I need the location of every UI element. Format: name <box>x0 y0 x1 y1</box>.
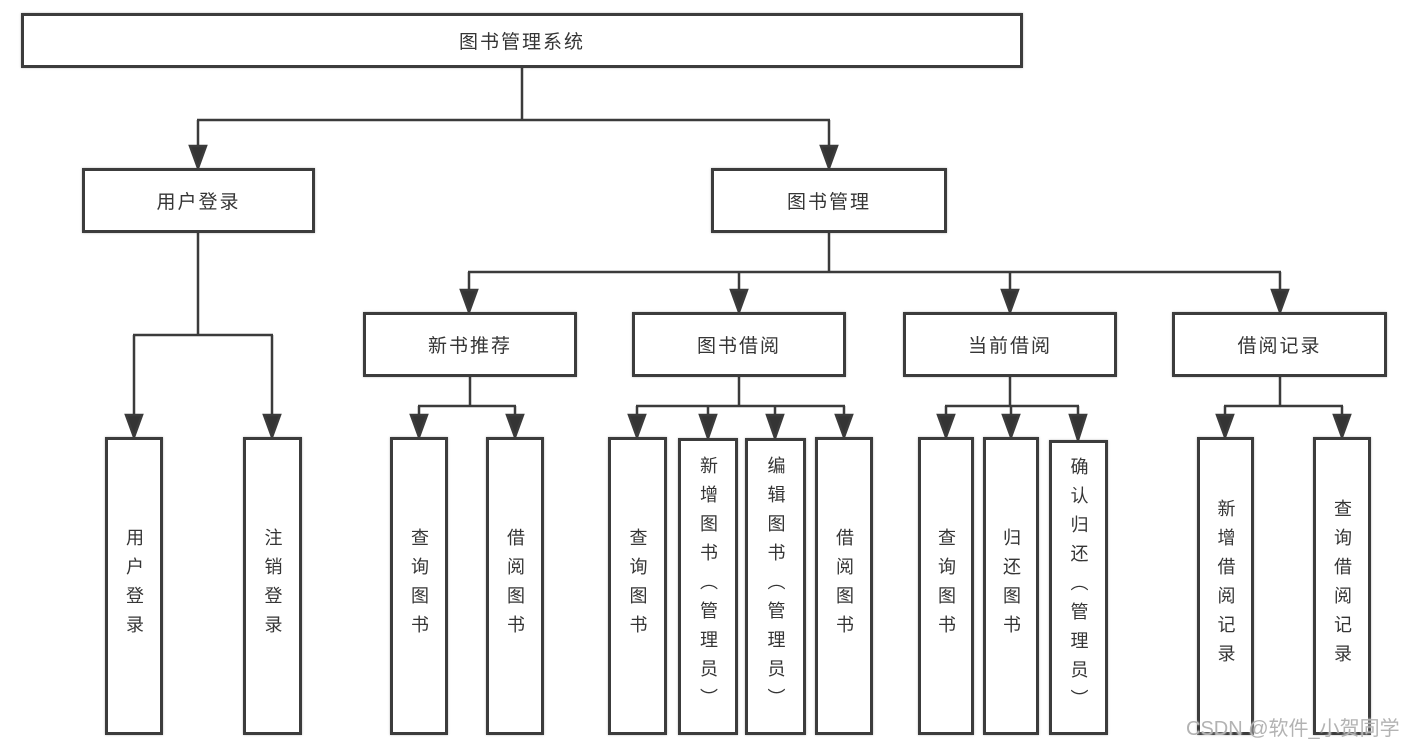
arrow-down-icon <box>627 413 647 441</box>
leaf-edit-book-admin-label: 编辑图书（管理员） <box>765 456 786 717</box>
arrow-down-icon <box>262 413 282 441</box>
connector-book-borrow-branch <box>627 377 854 442</box>
leaf-add-book-admin: 新增图书（管理员） <box>678 438 738 735</box>
leaf-logout: 注销登录 <box>243 437 302 735</box>
leaf-query-borrow-record-label: 查询借阅记录 <box>1332 499 1352 673</box>
arrow-down-icon <box>459 288 479 316</box>
leaf-query-book-recommend-label: 查询图书 <box>409 528 429 644</box>
leaf-query-book-recommend: 查询图书 <box>390 437 448 735</box>
arrow-down-icon <box>1000 288 1020 316</box>
leaf-confirm-return-admin-label: 确认归还（管理员） <box>1068 457 1089 718</box>
leaf-user-login-label: 用户登录 <box>124 528 144 644</box>
leaf-query-book-current: 查询图书 <box>918 437 974 735</box>
arrow-down-icon <box>936 413 956 441</box>
leaf-borrow-book-label: 借阅图书 <box>834 528 854 644</box>
leaf-add-borrow-record: 新增借阅记录 <box>1197 437 1254 735</box>
node-current-borrow: 当前借阅 <box>903 312 1117 377</box>
node-book-borrow: 图书借阅 <box>632 312 846 377</box>
arrow-down-icon <box>698 413 718 442</box>
csdn-watermark: CSDN @软件_小贺同学 <box>1186 718 1400 740</box>
arrow-down-icon <box>1068 413 1088 445</box>
leaf-return-book: 归还图书 <box>983 437 1039 735</box>
arrow-down-icon <box>1001 413 1021 441</box>
arrow-down-icon <box>505 413 525 441</box>
arrow-down-icon <box>765 413 785 442</box>
leaf-add-borrow-record-label: 新增借阅记录 <box>1215 499 1236 673</box>
leaf-return-book-label: 归还图书 <box>1001 528 1021 644</box>
arrow-down-icon <box>1332 413 1352 441</box>
leaf-confirm-return-admin: 确认归还（管理员） <box>1049 440 1108 735</box>
node-borrow-record-label: 借阅记录 <box>1237 336 1322 357</box>
leaf-add-book-admin-label: 新增图书（管理员） <box>698 456 718 717</box>
leaf-borrow-book: 借阅图书 <box>815 437 873 735</box>
connector-root-to-level2 <box>188 68 839 172</box>
leaf-borrow-book-recommend: 借阅图书 <box>486 437 544 735</box>
leaf-query-book-borrow: 查询图书 <box>608 437 667 735</box>
node-root-label: 图书管理系统 <box>458 32 585 53</box>
node-user-login-label: 用户登录 <box>156 192 241 213</box>
connector-book-mgmt-branch <box>459 233 1290 316</box>
node-book-mgmt-label: 图书管理 <box>786 192 871 213</box>
connector-user-login-branch <box>124 233 282 441</box>
leaf-query-book-borrow-label: 查询图书 <box>627 528 648 644</box>
arrow-down-icon <box>729 288 749 316</box>
node-user-login: 用户登录 <box>82 168 315 233</box>
arrow-down-icon <box>1215 413 1235 441</box>
node-book-borrow-label: 图书借阅 <box>696 336 781 357</box>
node-book-mgmt: 图书管理 <box>711 168 947 233</box>
leaf-borrow-book-recommend-label: 借阅图书 <box>505 528 525 644</box>
node-current-borrow-label: 当前借阅 <box>967 336 1052 357</box>
leaf-user-login: 用户登录 <box>105 437 163 735</box>
leaf-query-book-current-label: 查询图书 <box>936 528 956 644</box>
node-new-book-rec-label: 新书推荐 <box>427 336 512 357</box>
arrow-down-icon <box>1270 288 1290 316</box>
arrow-down-icon <box>409 413 429 441</box>
connector-new-book-rec-branch <box>409 377 525 441</box>
node-borrow-record: 借阅记录 <box>1172 312 1387 377</box>
leaf-logout-label: 注销登录 <box>262 528 283 644</box>
leaf-edit-book-admin: 编辑图书（管理员） <box>745 438 806 735</box>
node-root: 图书管理系统 <box>21 13 1023 68</box>
arrow-down-icon <box>188 144 208 172</box>
connector-borrow-record-branch <box>1215 377 1352 441</box>
arrow-down-icon <box>124 413 144 441</box>
node-new-book-rec: 新书推荐 <box>363 312 577 377</box>
leaf-query-borrow-record: 查询借阅记录 <box>1313 437 1371 735</box>
arrow-down-icon <box>834 413 854 441</box>
connector-current-borrow-branch <box>936 377 1088 445</box>
arrow-down-icon <box>819 144 839 172</box>
